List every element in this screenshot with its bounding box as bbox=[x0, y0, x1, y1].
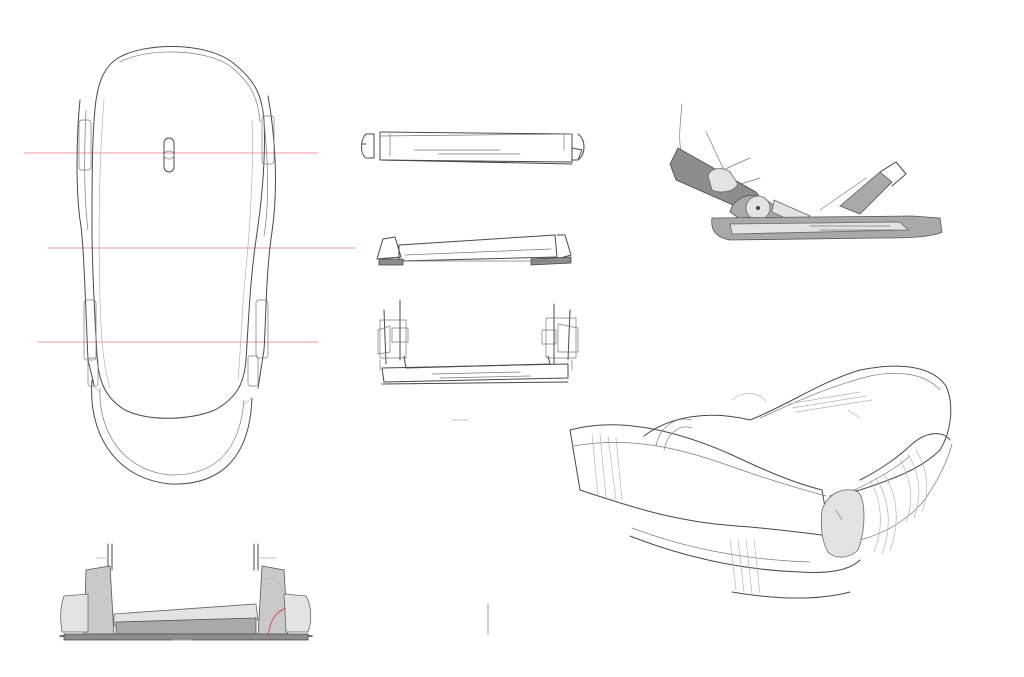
dimension-tick bbox=[487, 603, 489, 635]
centre-disc-slot bbox=[163, 137, 175, 173]
perspective-view bbox=[569, 365, 953, 599]
front-elevation-view bbox=[59, 543, 313, 641]
side-render-with-hand bbox=[669, 103, 943, 241]
baseplate-outline bbox=[91, 46, 266, 419]
side-profile-view-3 bbox=[377, 299, 579, 421]
heelcup-outline bbox=[91, 379, 253, 485]
top-plan-view bbox=[24, 46, 356, 485]
ankle-pad bbox=[820, 489, 865, 558]
side-profile-view-2 bbox=[376, 234, 572, 266]
side-profile-view-1 bbox=[361, 131, 585, 165]
